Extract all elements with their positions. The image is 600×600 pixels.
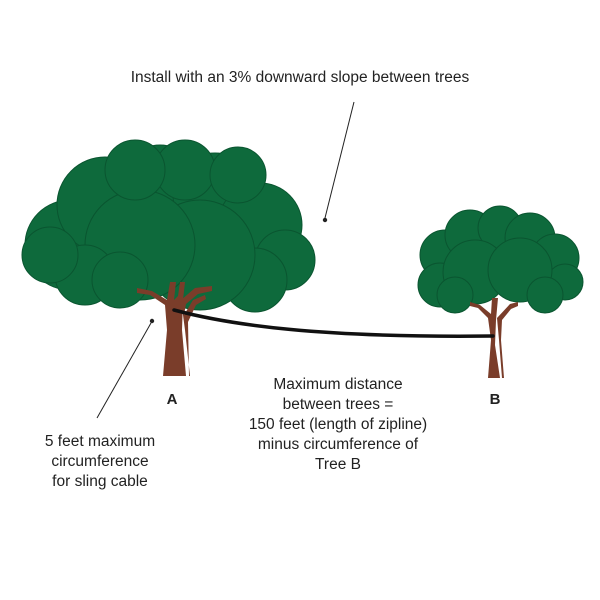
distance-note-line: Maximum distance — [273, 376, 403, 393]
circumference-leader-dot — [149, 318, 155, 324]
tree-a-label: A — [166, 391, 178, 408]
tree-b — [417, 205, 584, 378]
circumference-note: 5 feet maximum circumference for sling c… — [20, 432, 180, 492]
circumference-note-line: for sling cable — [52, 473, 148, 490]
tree-b-trunk — [470, 298, 518, 378]
tree-a-foliage — [21, 139, 316, 313]
tree-a-trunk — [137, 282, 212, 376]
distance-note-line: Tree B — [315, 456, 361, 473]
slope-leader-dot — [322, 217, 328, 223]
circumference-note-line: 5 feet maximum — [44, 433, 156, 450]
distance-note-line: between trees = — [282, 396, 394, 413]
distance-note-line: minus circumference of — [257, 436, 419, 453]
circumference-leader-line — [96, 322, 152, 419]
slope-note: Install with an 3% downward slope betwee… — [130, 69, 470, 86]
slope-leader-line — [324, 101, 355, 219]
circumference-note-line: circumference — [51, 453, 149, 470]
tree-b-label: B — [489, 391, 501, 408]
tree-b-foliage — [417, 205, 584, 314]
distance-note-line: 150 feet (length of zipline) — [248, 416, 428, 433]
tree-a — [21, 139, 316, 376]
zipline-cable — [172, 308, 495, 338]
distance-note: Maximum distance between trees = 150 fee… — [218, 375, 458, 475]
